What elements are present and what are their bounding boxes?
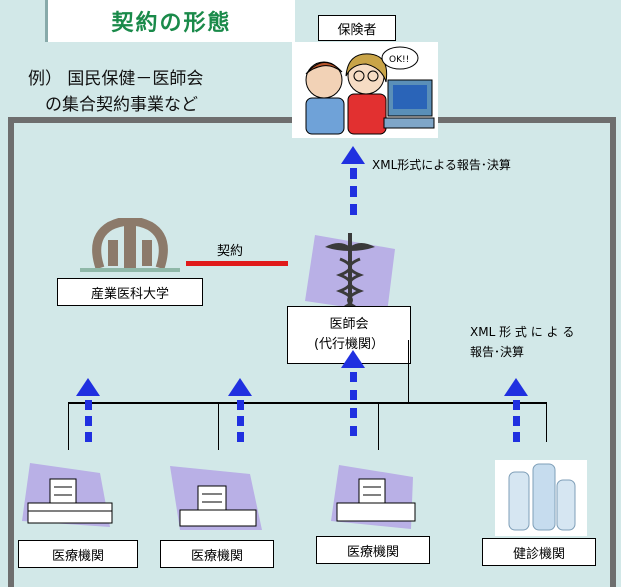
facility-box-3: 医療機関 bbox=[316, 536, 430, 564]
caduceus-icon bbox=[305, 233, 395, 313]
hospital-building-icon bbox=[22, 463, 113, 527]
example-line-1: 例） 国民保健－医師会 bbox=[28, 69, 204, 89]
people-at-computer-icon: OK!! bbox=[305, 46, 435, 135]
hospital-illustration bbox=[325, 455, 425, 535]
arrow-up-insurer bbox=[341, 146, 365, 164]
example-text: 例） 国民保健－医師会 の集合契約事業など bbox=[28, 66, 203, 118]
arrow-dash bbox=[350, 168, 357, 179]
arrow-dash bbox=[350, 186, 357, 197]
arrow-up-facility-1 bbox=[76, 378, 100, 396]
connector-line bbox=[408, 340, 409, 402]
report-right-line-2: 報告･決算 bbox=[470, 345, 525, 359]
arrow-up-facility-3 bbox=[341, 350, 365, 368]
test-tubes-icon bbox=[508, 463, 576, 531]
arrow-dash bbox=[237, 400, 244, 410]
connector-line bbox=[378, 402, 379, 450]
arrow-dash bbox=[350, 426, 357, 436]
arrow-dash bbox=[237, 416, 244, 426]
arrow-dash bbox=[513, 400, 520, 410]
caduceus-illustration bbox=[295, 225, 405, 315]
contract-label: 契約 bbox=[217, 244, 244, 259]
connector-line bbox=[68, 402, 69, 450]
hospital-illustration bbox=[20, 455, 120, 535]
arrow-up-checkup bbox=[504, 378, 528, 396]
hospital-building-icon bbox=[331, 465, 416, 529]
speech-bubble: OK!! bbox=[389, 55, 409, 65]
report-right-line-1: XML 形 式 に よ る bbox=[470, 325, 575, 339]
arrow-dash bbox=[350, 408, 357, 418]
arrow-dash bbox=[85, 416, 92, 426]
hospital-building-icon bbox=[170, 466, 262, 530]
insurer-box: 保険者 bbox=[318, 15, 396, 41]
medical-association-name: 医師会 bbox=[329, 317, 369, 332]
connector-line bbox=[68, 402, 546, 404]
report-label-right: XML 形 式 に よ る 報告･決算 bbox=[470, 322, 574, 362]
insurer-illustration: OK!! bbox=[292, 42, 438, 138]
university-emblem-icon bbox=[80, 216, 180, 272]
university-logo bbox=[80, 216, 180, 276]
arrow-dash bbox=[237, 432, 244, 442]
contract-line bbox=[186, 261, 288, 266]
lab-illustration bbox=[495, 460, 587, 536]
arrow-dash bbox=[85, 400, 92, 410]
connector-line bbox=[218, 402, 219, 450]
checkup-facility-box: 健診機関 bbox=[482, 538, 596, 566]
university-box: 産業医科大学 bbox=[57, 278, 203, 306]
medical-association-role: (代行機関） bbox=[313, 337, 385, 352]
arrow-dash bbox=[350, 204, 357, 215]
arrow-up-facility-2 bbox=[228, 378, 252, 396]
arrow-dash bbox=[350, 390, 357, 400]
facility-box-1: 医療機関 bbox=[18, 540, 138, 568]
arrow-dash bbox=[350, 372, 357, 382]
page-title: 契約の形態 bbox=[45, 0, 295, 42]
connector-line bbox=[546, 402, 547, 442]
arrow-dash bbox=[513, 432, 520, 442]
example-line-2: の集合契約事業など bbox=[28, 95, 198, 115]
arrow-dash bbox=[85, 432, 92, 442]
facility-box-2: 医療機関 bbox=[160, 540, 274, 568]
hospital-illustration bbox=[170, 460, 270, 535]
arrow-dash bbox=[513, 416, 520, 426]
report-label-top: XML形式による報告･決算 bbox=[372, 158, 511, 172]
